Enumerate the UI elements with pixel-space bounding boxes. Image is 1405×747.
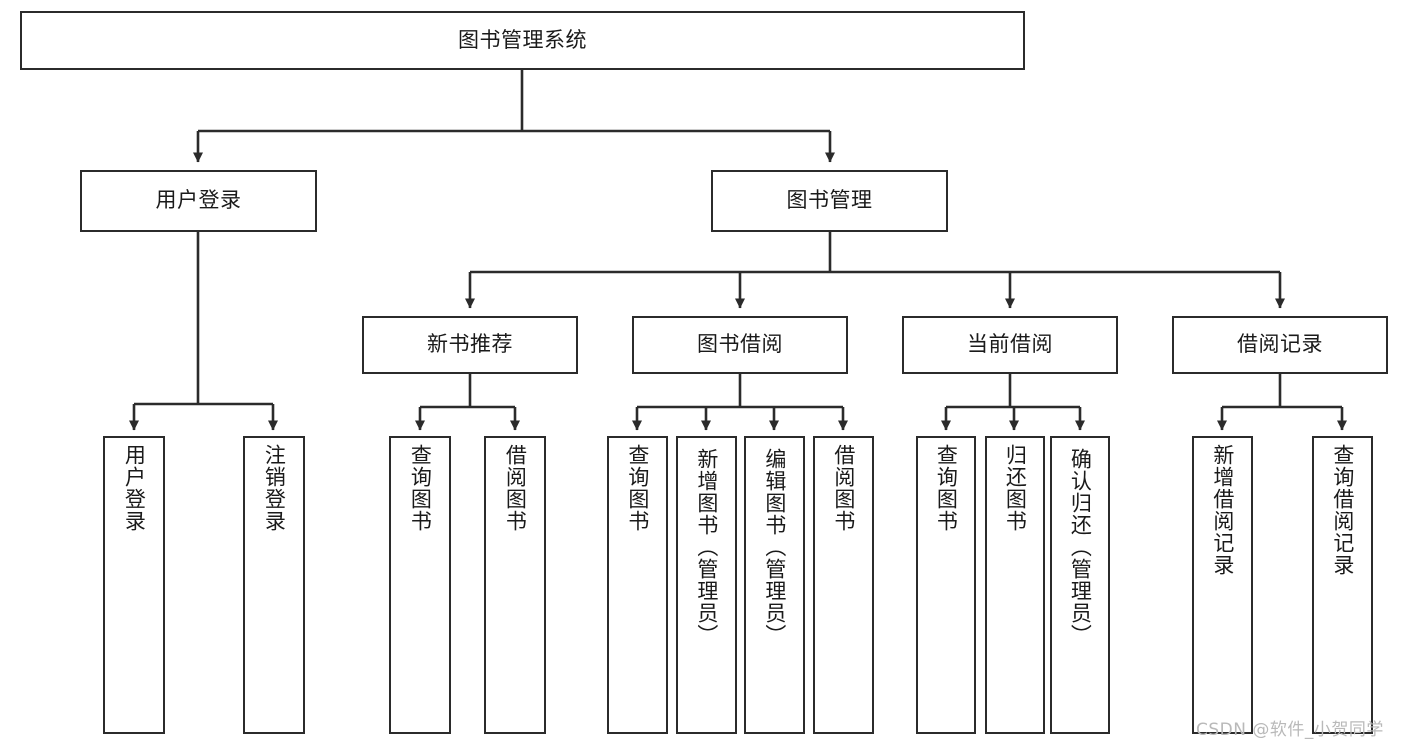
edges-newbook-to-leaves	[415, 374, 520, 431]
node-label: 图书管理	[786, 188, 873, 213]
node-book-borrow[interactable]: 图书借阅	[632, 316, 848, 374]
node-label: 图书借阅	[697, 332, 783, 357]
node-label: 图书管理系统	[458, 27, 587, 52]
node-label: 用户登录	[155, 188, 242, 213]
node-user-login[interactable]: 用户登录	[80, 170, 317, 232]
node-new-book-recommend[interactable]: 新书推荐	[362, 316, 578, 374]
edges-root-to-level2	[193, 70, 835, 163]
node-label: 查询图书	[625, 444, 650, 532]
edges-bookborrow-to-leaves	[632, 374, 848, 431]
node-leaf-borrow-book-recommend[interactable]: 借阅图书	[484, 436, 546, 734]
node-label: 注销登录	[262, 444, 287, 532]
node-leaf-query-book-current[interactable]: 查询图书	[916, 436, 976, 734]
node-borrow-record[interactable]: 借阅记录	[1172, 316, 1388, 374]
node-book-manage[interactable]: 图书管理	[711, 170, 948, 232]
node-label: 当前借阅	[967, 332, 1053, 357]
node-label: 归还图书	[1003, 444, 1028, 532]
node-leaf-query-borrow-record[interactable]: 查询借阅记录	[1312, 436, 1373, 734]
node-label: 编辑图书（管理员）	[762, 448, 787, 646]
edges-borrowrecord-to-leaves	[1217, 374, 1347, 431]
edges-currentborrow-to-leaves	[941, 374, 1085, 431]
node-leaf-query-book-recommend[interactable]: 查询图书	[389, 436, 451, 734]
node-label: 查询图书	[408, 444, 433, 532]
node-label: 查询借阅记录	[1330, 444, 1355, 576]
node-label: 新增图书（管理员）	[694, 448, 719, 646]
node-leaf-return-book[interactable]: 归还图书	[985, 436, 1045, 734]
node-label: 借阅图书	[831, 444, 856, 532]
node-label: 借阅图书	[503, 444, 528, 532]
node-label: 新书推荐	[427, 332, 513, 357]
node-label: 借阅记录	[1237, 332, 1323, 357]
node-leaf-logout[interactable]: 注销登录	[243, 436, 305, 734]
node-label: 确认归还（管理员）	[1068, 448, 1093, 646]
node-root-system[interactable]: 图书管理系统	[20, 11, 1025, 70]
node-leaf-borrow-book[interactable]: 借阅图书	[813, 436, 874, 734]
node-current-borrow[interactable]: 当前借阅	[902, 316, 1118, 374]
node-label: 用户登录	[122, 444, 147, 532]
node-leaf-add-book-admin[interactable]: 新增图书（管理员）	[676, 436, 737, 734]
node-leaf-add-borrow-record[interactable]: 新增借阅记录	[1192, 436, 1253, 734]
edges-bookmanage-to-level3	[465, 232, 1285, 309]
node-leaf-edit-book-admin[interactable]: 编辑图书（管理员）	[744, 436, 805, 734]
node-label: 新增借阅记录	[1210, 444, 1235, 576]
node-leaf-user-login[interactable]: 用户登录	[103, 436, 165, 734]
node-label: 查询图书	[934, 444, 959, 532]
node-leaf-confirm-return-admin[interactable]: 确认归还（管理员）	[1050, 436, 1110, 734]
edges-userlogin-to-leaves	[129, 232, 278, 431]
node-leaf-query-book-borrow[interactable]: 查询图书	[607, 436, 668, 734]
